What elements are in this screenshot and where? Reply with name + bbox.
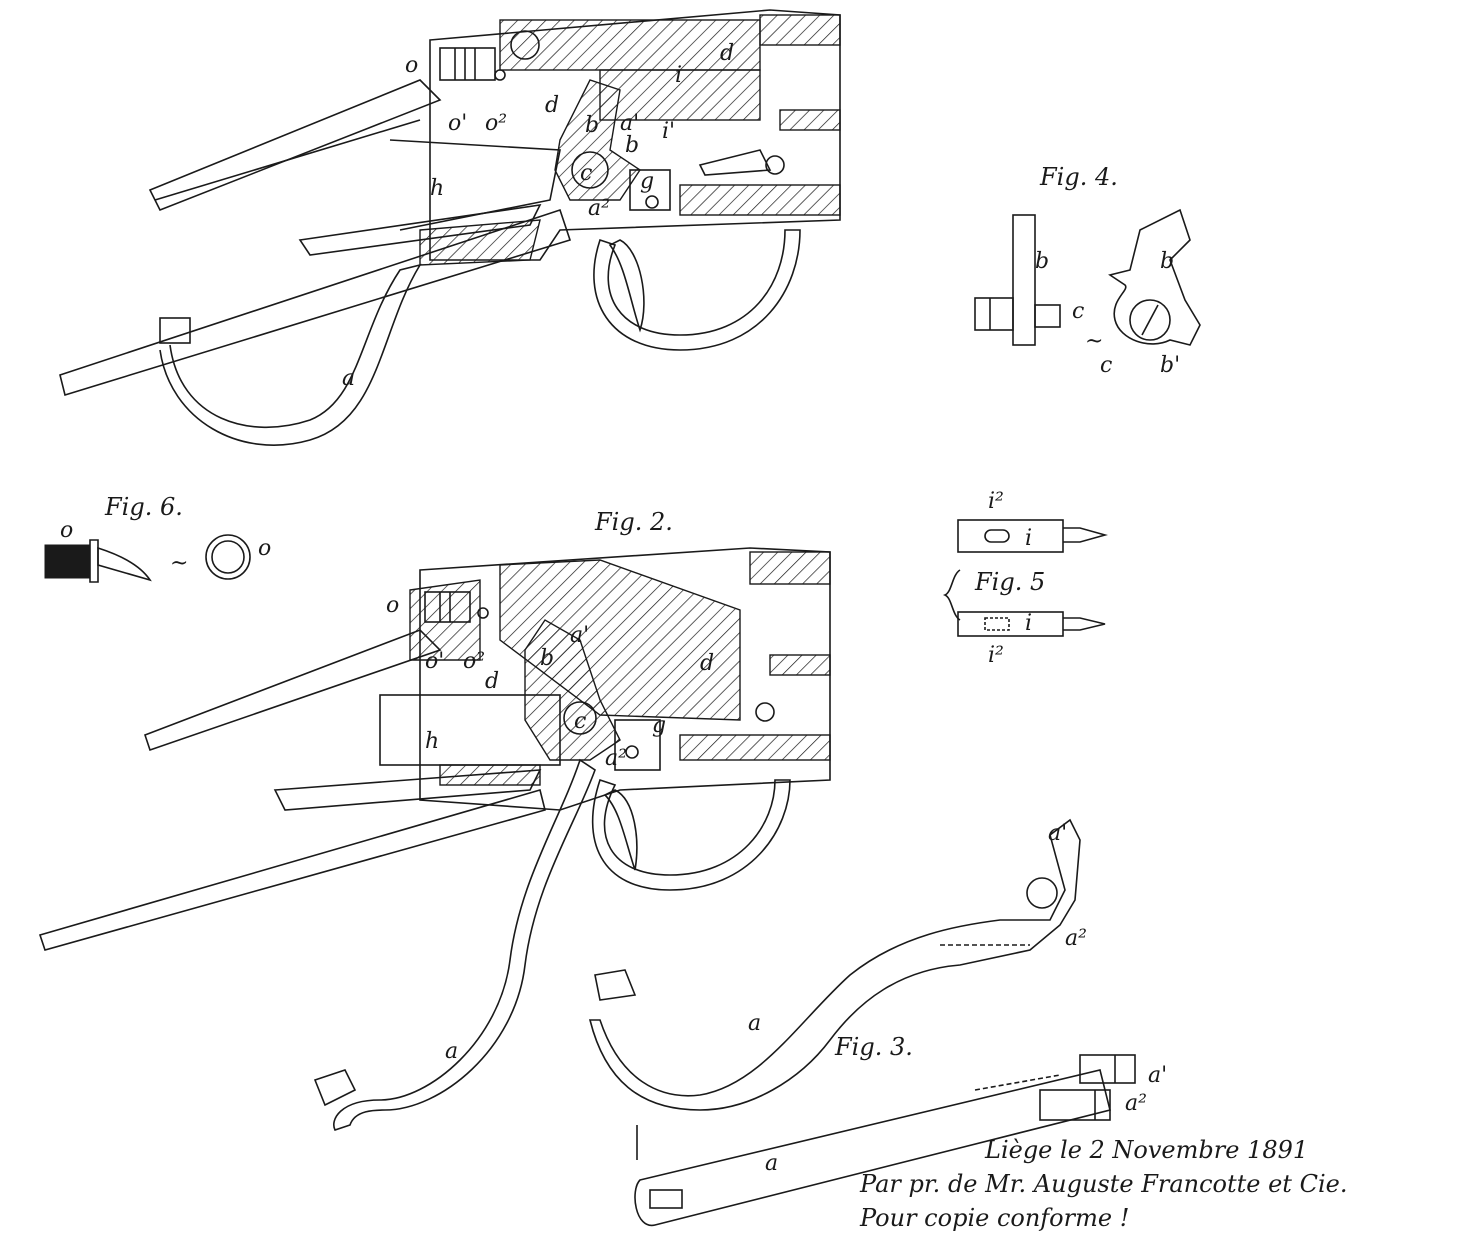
signature-line-1: Liège le 2 Novembre 1891 [984, 1136, 1308, 1164]
fig5-label-i-bottom: i [1025, 611, 1032, 636]
fig2-label-o: o [386, 593, 399, 618]
fig6-tilde: ~ [170, 551, 188, 576]
fig4-title: Fig. 4. [1039, 163, 1118, 191]
fig3-label-a-bottom: a [765, 1151, 778, 1176]
fig4-label-b-right: b [1160, 249, 1174, 274]
fig6-title: Fig. 6. [104, 493, 183, 521]
signature-block: Liège le 2 Novembre 1891 Par pr. de Mr. … [859, 1136, 1347, 1232]
figure-4: Fig. 4. b c b c b' ~ [974, 163, 1201, 378]
label-o2: o² [485, 111, 507, 136]
fig4-label-b1: b' [1160, 353, 1180, 378]
fig2-label-g: g [652, 713, 666, 738]
figure-5: Fig. 5 i² i i i² [942, 489, 1108, 668]
fig2-label-b: b [540, 646, 554, 671]
label-g: g [640, 169, 654, 194]
figure-1: o o' o² d d i i' b a' b c g a² h a [59, 9, 841, 446]
fig3-label-a1-bottom: a' [1148, 1063, 1167, 1088]
label-d: d [545, 93, 559, 118]
fig2-label-a1: a' [570, 623, 589, 648]
fig3-label-a-top: a [748, 1011, 761, 1036]
fig4-tilde: ~ [1085, 329, 1103, 354]
label-a1: a' [620, 111, 639, 136]
fig2-label-c: c [574, 709, 586, 734]
fig2-label-a: a [445, 1039, 458, 1064]
label-h: h [430, 176, 444, 201]
fig3-label-a1-top: a' [1048, 821, 1067, 846]
fig2-label-o2: o² [463, 649, 485, 674]
label-d-upper: d [720, 41, 734, 66]
figure-3: Fig. 3. a' a² a a' a² a [588, 818, 1167, 1226]
fig6-label-o-right: o [258, 536, 271, 561]
fig3-title: Fig. 3. [834, 1033, 913, 1061]
figure-2: Fig. 2. o o' o² d b [38, 508, 831, 1131]
fig5-title: Fig. 5 [974, 568, 1045, 596]
fig5-label-i-top: i [1025, 526, 1032, 551]
figure-6: Fig. 6. o ~ o [44, 493, 271, 583]
fig2-label-h: h [425, 729, 439, 754]
label-c: c [580, 161, 592, 186]
fig3-label-a2-top: a² [1065, 926, 1087, 951]
label-o: o [405, 53, 418, 78]
fig5-label-i2-top: i² [988, 489, 1004, 514]
label-a2: a² [588, 196, 610, 221]
fig4-label-c: c [1072, 299, 1084, 324]
fig2-label-o1: o' [425, 649, 444, 674]
fig2-title: Fig. 2. [594, 508, 673, 536]
signature-line-2: Par pr. de Mr. Auguste Francotte et Cie. [859, 1170, 1347, 1198]
fig4-label-b: b [1035, 249, 1049, 274]
fig5-label-i2-bottom: i² [988, 643, 1004, 668]
label-b-lower: b [625, 133, 639, 158]
fig4-label-c-lower: c [1100, 353, 1112, 378]
fig6-label-o: o [60, 518, 73, 543]
label-o1: o' [448, 111, 467, 136]
label-b: b [585, 113, 599, 138]
fig2-label-a2: a² [605, 746, 627, 771]
fig2-label-d-right: d [700, 651, 714, 676]
fig3-label-a2-bottom: a² [1125, 1091, 1147, 1116]
label-i1: i' [662, 119, 675, 144]
fig2-label-d: d [485, 669, 499, 694]
signature-line-3: Pour copie conforme ! [859, 1204, 1129, 1232]
label-i: i [675, 63, 682, 88]
label-a: a [342, 366, 355, 391]
